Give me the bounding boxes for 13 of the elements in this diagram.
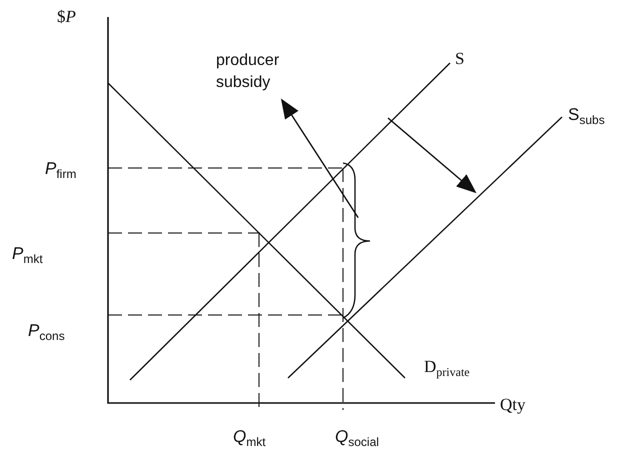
quantity-label: Q$_{social}$	[335, 428, 379, 448]
annotation-text: producer subsidy	[216, 50, 326, 94]
curly-brace	[343, 163, 371, 319]
quantity-label: Q$_{mkt}$	[233, 428, 266, 448]
curve-label: D$_{private}$	[424, 358, 470, 378]
price-label: P$_{mkt}$	[12, 245, 43, 265]
price-label: P$_{cons}$	[28, 322, 65, 342]
arrow	[280, 98, 359, 218]
curve-label: S$_{subs}$	[568, 106, 605, 126]
price-label: P$_{firm}$	[45, 160, 76, 180]
axis-label: Qty	[500, 396, 526, 413]
curve-label: S	[455, 50, 464, 67]
axis-label: $P	[57, 8, 76, 25]
